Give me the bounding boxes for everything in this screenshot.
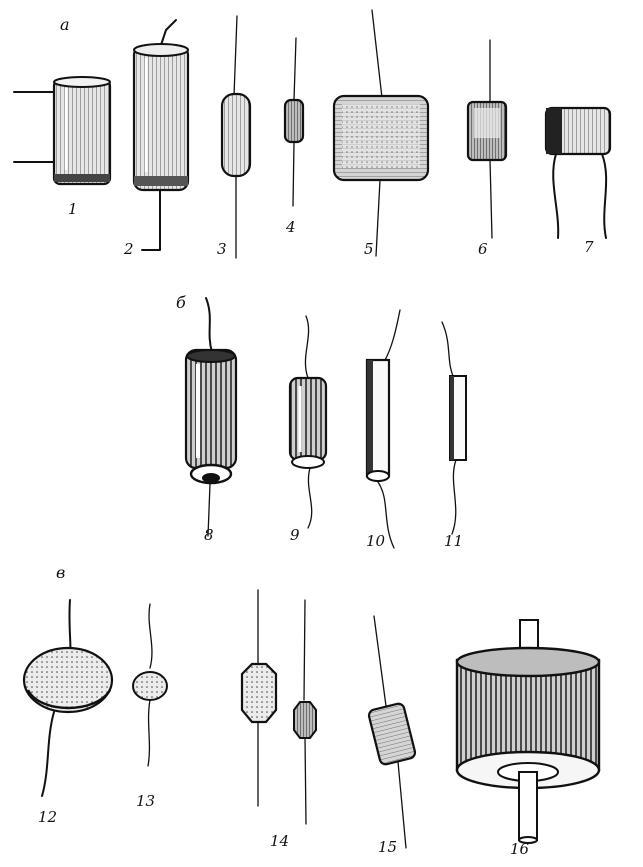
label-10: 10 xyxy=(366,532,386,550)
label-15: 15 xyxy=(378,838,397,856)
label-14: 14 xyxy=(270,832,289,850)
label-12: 12 xyxy=(38,808,57,826)
label-2: 2 xyxy=(123,240,134,258)
capacitor-4 xyxy=(283,37,305,207)
capacitor-16 xyxy=(455,619,601,844)
section-label-b: б xyxy=(176,293,186,312)
capacitor-13 xyxy=(132,603,168,767)
capacitor-7 xyxy=(544,106,612,239)
capacitor-12 xyxy=(22,599,114,797)
capacitor-11 xyxy=(441,321,467,535)
label-16: 16 xyxy=(510,840,530,858)
capacitor-10 xyxy=(365,309,401,549)
capacitor-2 xyxy=(132,19,190,251)
capacitor-15 xyxy=(367,615,417,849)
capacitor-3 xyxy=(220,15,252,259)
label-4: 4 xyxy=(285,218,296,236)
label-7: 7 xyxy=(584,238,594,256)
label-11: 11 xyxy=(444,532,463,550)
capacitor-6 xyxy=(466,39,508,239)
capacitor-14b xyxy=(293,599,317,825)
capacitor-1 xyxy=(13,76,112,186)
capacitor-8 xyxy=(184,297,238,537)
capacitor-9 xyxy=(288,315,328,529)
label-1: 1 xyxy=(68,200,78,218)
label-13: 13 xyxy=(136,792,155,810)
section-label-v: в xyxy=(56,563,65,582)
capacitor-5 xyxy=(332,9,430,257)
capacitor-14a xyxy=(240,589,278,807)
label-5: 5 xyxy=(364,240,374,258)
label-6: 6 xyxy=(478,240,488,258)
label-8: 8 xyxy=(204,526,214,544)
label-3: 3 xyxy=(217,240,227,258)
label-9: 9 xyxy=(290,526,300,544)
section-label-a: а xyxy=(60,15,70,34)
